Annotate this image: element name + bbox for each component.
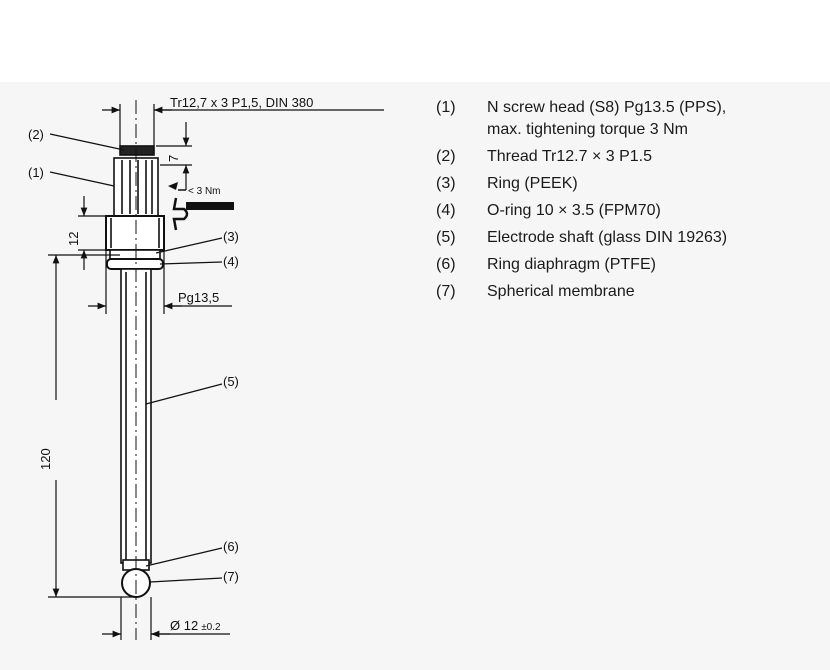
legend-description: Spherical membrane (487, 283, 635, 300)
legend-number: (2) (436, 148, 456, 165)
legend-description: Thread Tr12.7 × 3 P1.5 (487, 148, 652, 165)
legend-description: N screw head (S8) Pg13.5 (PPS), max. tig… (487, 97, 816, 141)
dim-12 (78, 196, 106, 270)
callout-3: (3) (223, 229, 239, 244)
legend-number: (1) (436, 99, 456, 116)
torque-label: < 3 Nm (188, 186, 221, 197)
pg-dimension (88, 250, 232, 314)
pg-thread-block (105, 215, 165, 251)
dim-120 (48, 254, 136, 598)
callout-4: (4) (223, 254, 239, 269)
legend-line: max. tightening torque 3 Nm (487, 121, 688, 138)
legend-number: (3) (436, 175, 456, 192)
callout-5: (5) (223, 374, 239, 389)
callout-6: (6) (223, 539, 239, 554)
legend-item: (1) N screw head (S8) Pg13.5 (PPS), max.… (436, 97, 816, 141)
pg-dimension-label: Pg13,5 (178, 290, 219, 305)
diameter-label: Ø 12±0.2 (170, 618, 221, 633)
dim-12-label: 12 (66, 232, 81, 246)
legend-description: Ring (PEEK) (487, 175, 578, 192)
legend-number: (5) (436, 229, 456, 246)
legend-number: (7) (436, 283, 456, 300)
legend-item: (6) Ring diaphragm (PTFE) (436, 254, 816, 276)
legend-item: (2) Thread Tr12.7 × 3 P1.5 (436, 146, 816, 168)
thread-dimension-label: Tr12,7 x 3 P1,5, DIN 380 (170, 95, 313, 110)
legend-item: (4) O-ring 10 × 3.5 (FPM70) (436, 200, 816, 222)
callout-leaders (49, 133, 223, 583)
callout-2: (2) (28, 127, 44, 142)
dim-7-label: 7 (166, 155, 181, 162)
callout-7: (7) (223, 569, 239, 584)
legend-description: Electrode shaft (glass DIN 19263) (487, 229, 728, 246)
legend-number: (6) (436, 256, 456, 273)
wrench-icon (168, 182, 234, 231)
electrode-body (105, 145, 165, 598)
legend-description: O-ring 10 × 3.5 (FPM70) (487, 202, 661, 219)
dim-120-label: 120 (38, 448, 53, 470)
legend-item: (5) Electrode shaft (glass DIN 19263) (436, 227, 816, 249)
legend-item: (7) Spherical membrane (436, 281, 816, 303)
parts-legend: (1) N screw head (S8) Pg13.5 (PPS), max.… (436, 97, 816, 308)
screw-head-cap (119, 145, 155, 156)
thread-dimension (102, 104, 384, 146)
legend-number: (4) (436, 202, 456, 219)
o-ring (106, 258, 164, 270)
dim-7 (156, 122, 192, 190)
legend-item: (3) Ring (PEEK) (436, 173, 816, 195)
diameter-dimension (102, 597, 230, 640)
legend-description: Ring diaphragm (PTFE) (487, 256, 656, 273)
legend-line: N screw head (S8) Pg13.5 (PPS), (487, 99, 727, 116)
callout-1: (1) (28, 165, 44, 180)
